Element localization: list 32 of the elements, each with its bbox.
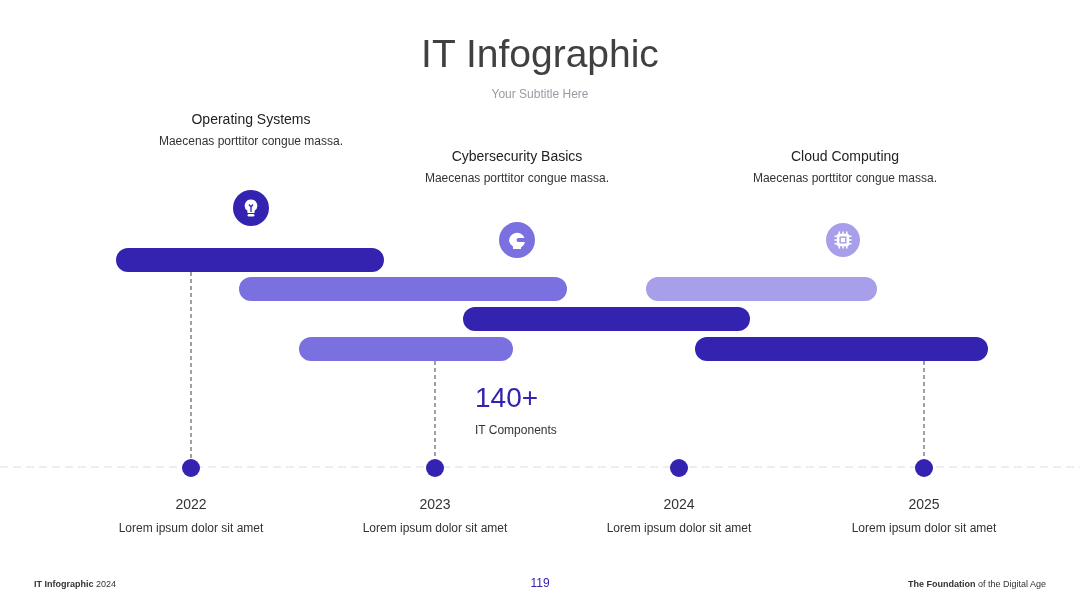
timeline-bar	[299, 337, 513, 361]
timeline-bar	[646, 277, 877, 301]
timeline-dot	[426, 459, 444, 477]
topic-heading: Cloud Computing	[790, 148, 900, 165]
subtitle: Your Subtitle Here	[491, 88, 589, 102]
description-text: Lorem ipsum dolor sit amet	[606, 521, 752, 536]
stat-number: 140+	[475, 382, 539, 415]
topic-heading: Operating Systems	[191, 111, 311, 128]
year-label: 2022	[175, 495, 207, 512]
dashed-connector-line	[190, 271, 192, 460]
year-label: 2023	[419, 495, 451, 512]
footer-text: The Foundation of the Digital Age	[907, 579, 1046, 590]
timeline-dot	[182, 459, 200, 477]
stat-caption: IT Components	[475, 424, 557, 438]
topic-heading: Cybersecurity Basics	[451, 148, 583, 165]
topic-description: Maecenas porttitor congue massa.	[424, 172, 610, 186]
title: IT Infographic	[421, 32, 659, 77]
year-label: 2024	[663, 495, 695, 512]
topic-description: Maecenas porttitor congue massa.	[752, 172, 938, 186]
timeline-dot	[670, 459, 688, 477]
page-number: 119	[530, 577, 550, 591]
timeline-dot	[915, 459, 933, 477]
timeline-bar	[695, 337, 988, 361]
topic-description: Maecenas porttitor congue massa.	[158, 135, 344, 149]
timeline-bar	[116, 248, 384, 272]
description-text: Lorem ipsum dolor sit amet	[851, 521, 997, 536]
description-text: Lorem ipsum dolor sit amet	[118, 521, 264, 536]
timeline-bar	[463, 307, 750, 331]
timeline-bar	[239, 277, 567, 301]
description-text: Lorem ipsum dolor sit amet	[362, 521, 508, 536]
year-label: 2025	[908, 495, 940, 512]
footer-text: IT Infographic 2024	[34, 579, 117, 590]
